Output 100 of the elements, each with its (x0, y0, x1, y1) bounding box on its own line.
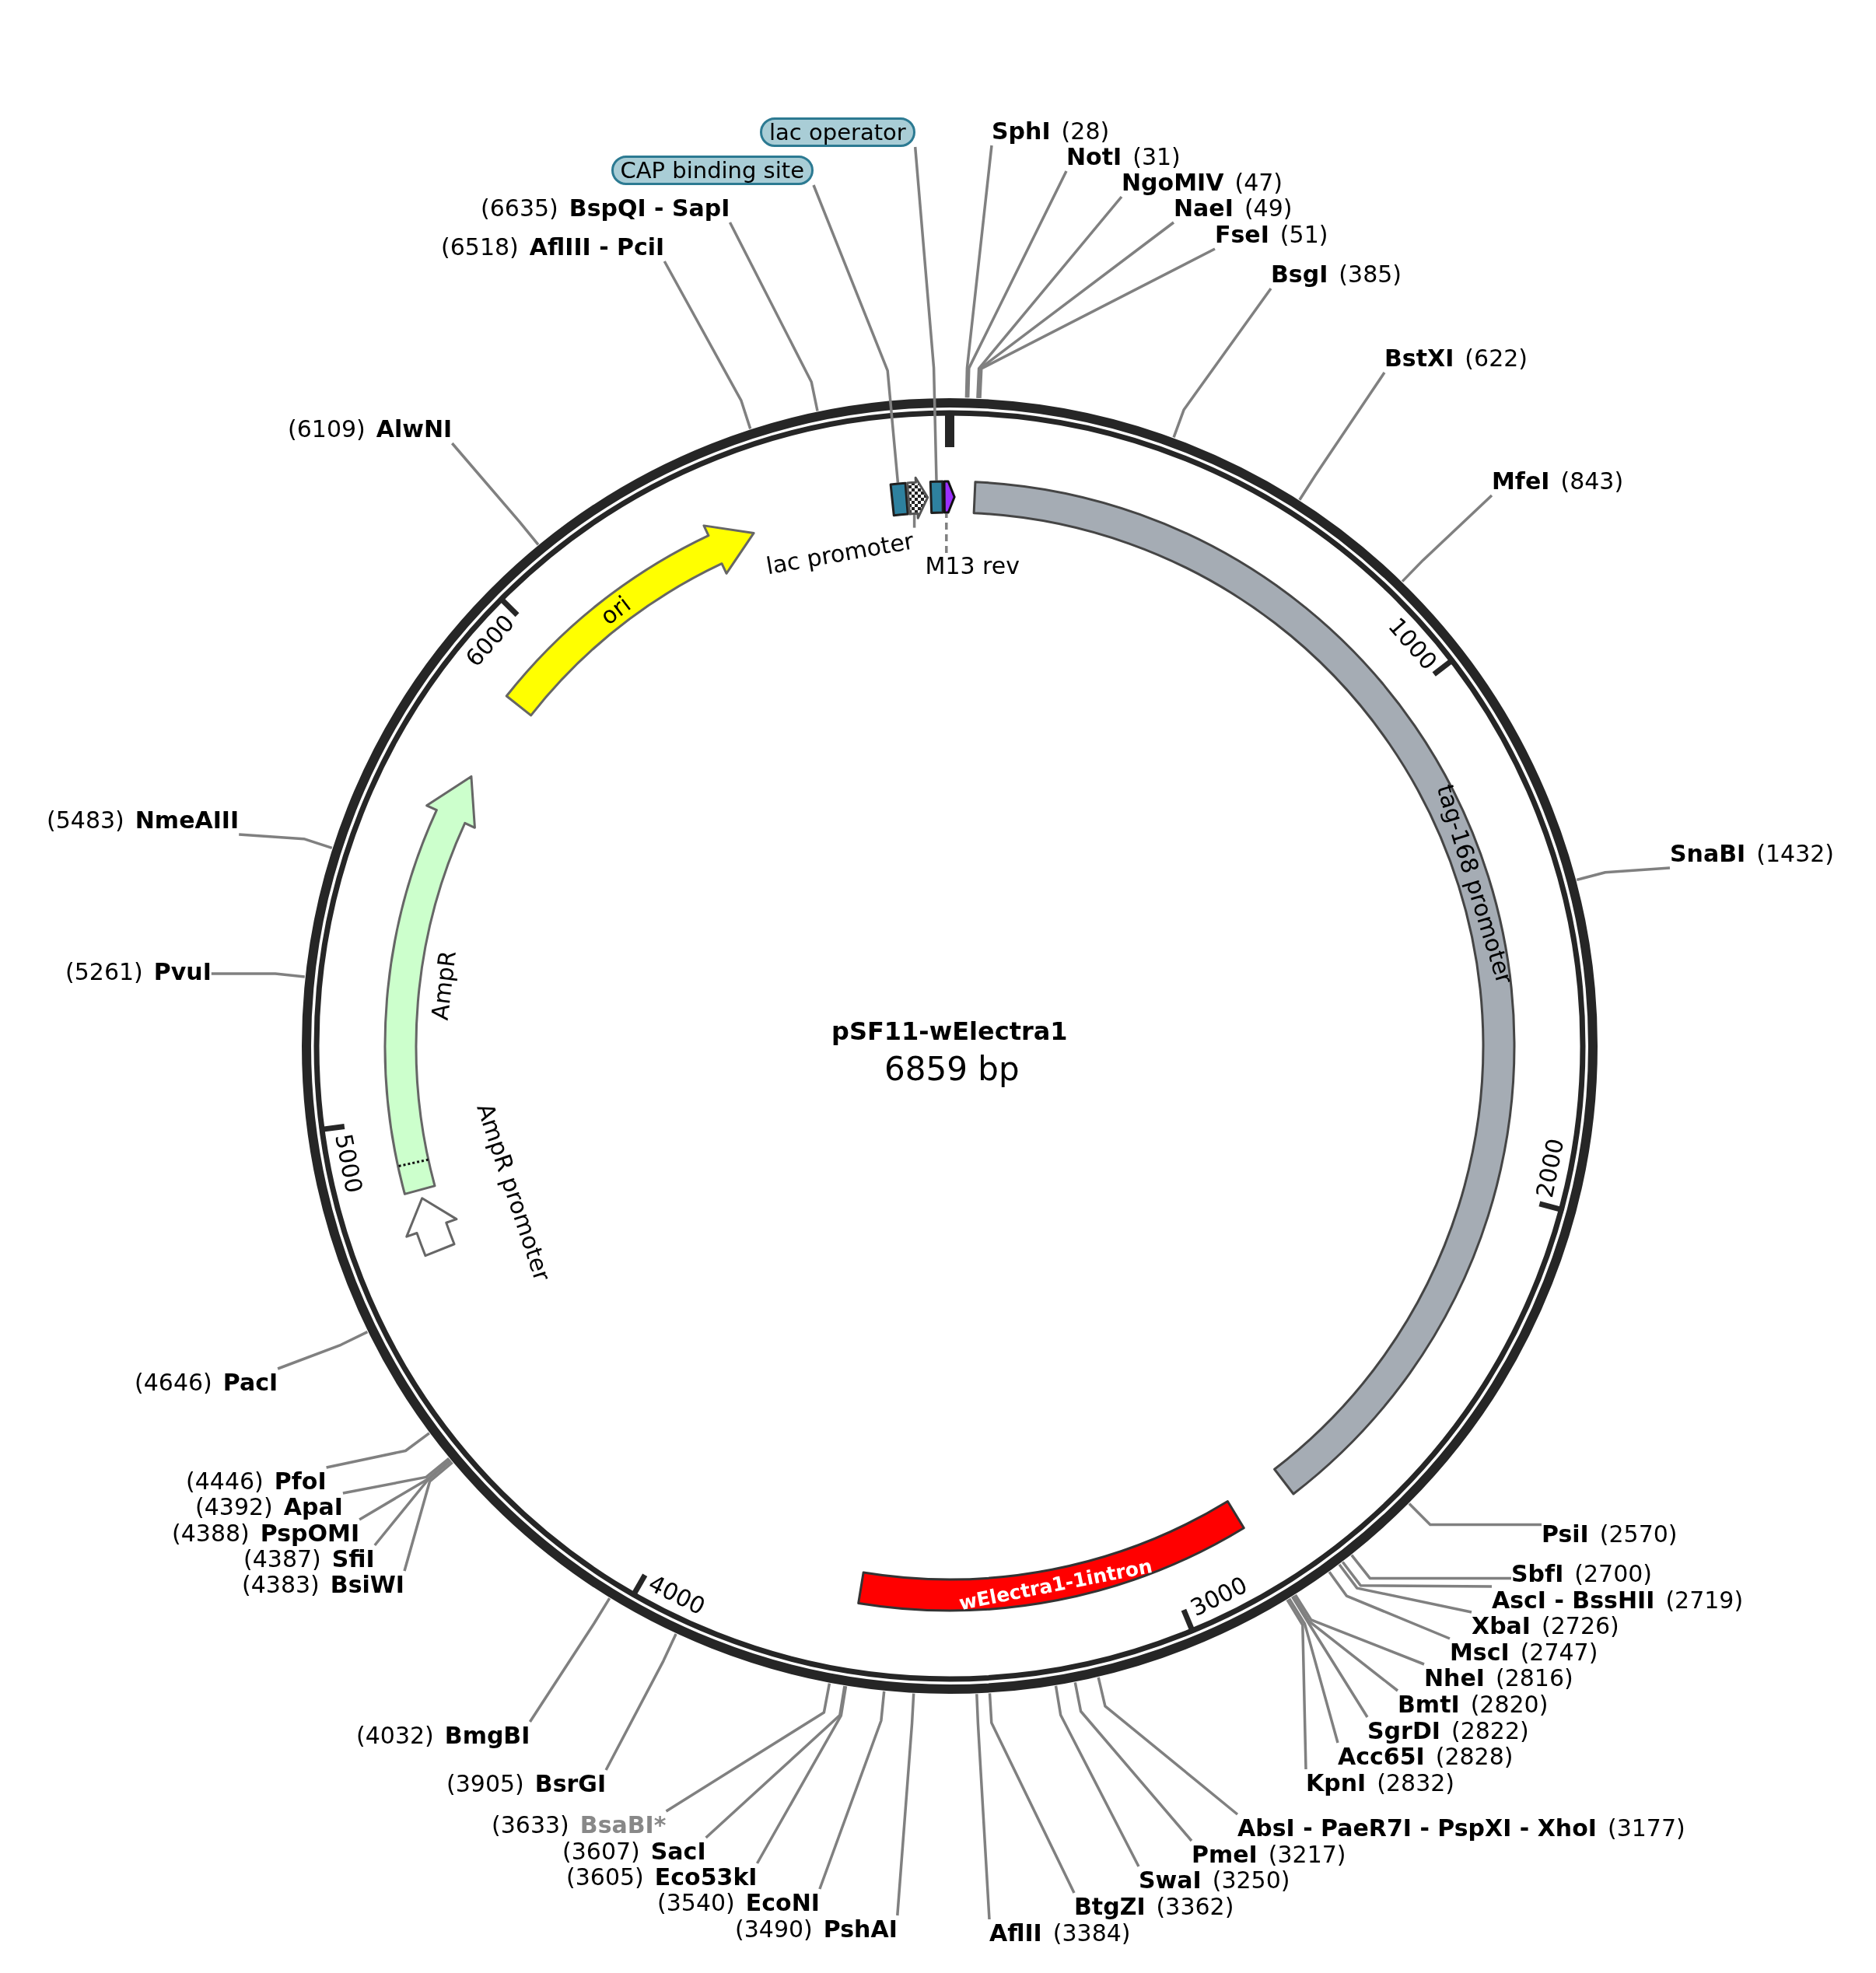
enzyme-site-label: SgrDI (2822) (1367, 1717, 1529, 1745)
leader-line (239, 833, 333, 849)
enzyme-site-label: SbfI (2700) (1511, 1560, 1653, 1588)
enzyme-site-label: (4032) BmgBI (356, 1722, 530, 1750)
leader-line (1298, 372, 1386, 501)
enzyme-site-label: (3605) Eco53kI (566, 1863, 758, 1891)
scale-label: 5000 (329, 1132, 367, 1195)
leader-line (1286, 1599, 1307, 1770)
leader-line (945, 513, 948, 553)
leader-line (604, 1633, 677, 1771)
leader-line (913, 146, 938, 481)
leader-line (1288, 1597, 1339, 1744)
scale-label: 2000 (1531, 1136, 1570, 1200)
enzyme-site-label: SnaBI (1432) (1670, 840, 1834, 868)
enzyme-site-label: (4388) PspOMI (172, 1520, 360, 1548)
leader-line (1097, 1677, 1239, 1816)
enzyme-site-label: PmeI (3217) (1192, 1841, 1346, 1869)
feature-label: M13 rev (925, 553, 1020, 579)
leader-line (1291, 1596, 1369, 1718)
leader-line (966, 170, 1068, 398)
enzyme-site-label: (3633) BsaBI* (492, 1811, 667, 1839)
leader-line (450, 442, 540, 546)
enzyme-site-label: MscI (2747) (1450, 1639, 1598, 1667)
enzyme-site-label: (4392) ApaI (195, 1493, 343, 1521)
enzyme-site-label: (3607) SacI (562, 1838, 706, 1866)
leader-line (1401, 494, 1493, 582)
enzyme-site-label: (4446) PfoI (186, 1468, 327, 1495)
leader-line (1073, 1681, 1193, 1842)
leader-line (812, 184, 900, 483)
enzyme-site-label: AflII (3384) (989, 1919, 1131, 1947)
feature-tag: lac operator (760, 117, 915, 147)
plasmid-size: 6859 bp (884, 1050, 1020, 1090)
enzyme-site-label: SphI (28) (992, 117, 1110, 145)
leader-line (277, 1331, 369, 1370)
enzyme-site-label: BsgI (385) (1271, 261, 1402, 289)
enzyme-site-label: (6518) AflIII - PciI (441, 233, 665, 261)
feature-box (929, 480, 944, 514)
feature-box (889, 481, 909, 517)
enzyme-site-label: SwaI (3250) (1139, 1866, 1290, 1894)
feature-label: AmpR (426, 949, 461, 1022)
enzyme-site-label: NaeI (49) (1174, 194, 1293, 222)
leader-line (978, 247, 1216, 398)
pointed-feature-box (943, 480, 956, 514)
leader-line (818, 1691, 886, 1890)
enzyme-site-label: AscI - BssHII (2719) (1492, 1586, 1744, 1614)
enzyme-site-label: PsiI (2570) (1542, 1520, 1678, 1548)
leader-line (1408, 1502, 1542, 1527)
leader-line (728, 222, 819, 411)
leader-line (988, 1693, 1076, 1894)
enzyme-site-label: (4646) PacI (135, 1369, 278, 1397)
enzyme-site-label: NgoMIV (47) (1122, 169, 1283, 197)
enzyme-site-label: Acc65I (2828) (1338, 1743, 1514, 1771)
leader-line (705, 1685, 846, 1839)
enzyme-site-label: NotI (31) (1066, 143, 1181, 171)
leader-line (665, 1683, 831, 1813)
enzyme-site-label: (6109) AlwNI (288, 415, 453, 443)
enzyme-site-label: BmtI (2820) (1398, 1691, 1549, 1719)
leader-line (755, 1685, 848, 1864)
enzyme-site-label: FseI (51) (1215, 221, 1328, 249)
leader-line (1292, 1595, 1399, 1692)
leader-line (1293, 1593, 1425, 1666)
scale-label: 4000 (644, 1569, 709, 1620)
leader-line (359, 1459, 452, 1521)
leader-line (1328, 1571, 1451, 1640)
leader-line (975, 1694, 991, 1920)
pointed-feature-box (906, 476, 929, 519)
leader-line (1338, 1563, 1472, 1614)
leader-line (1350, 1554, 1511, 1580)
enzyme-site-label: AbsI - PaeR7I - PspXI - XhoI (3177) (1237, 1814, 1685, 1842)
enzyme-site-label: (5483) NmeAIII (47, 806, 240, 834)
leader-line (976, 195, 1123, 398)
leader-line (964, 145, 993, 398)
leader-line (977, 221, 1175, 398)
leader-line (896, 1693, 915, 1916)
enzyme-site-label: BstXI (622) (1384, 345, 1528, 373)
leader-line (211, 972, 305, 978)
leader-line (373, 1459, 452, 1547)
feature-label: ori (595, 590, 636, 631)
leader-line (1054, 1685, 1140, 1867)
enzyme-site-label: (3540) EcoNI (657, 1889, 820, 1917)
enzyme-site-label: (4387) SfiI (243, 1545, 375, 1573)
leader-line (528, 1597, 611, 1723)
feature-tag: CAP binding site (611, 156, 814, 185)
enzyme-site-label: (3905) BsrGI (446, 1770, 607, 1798)
enzyme-site-label: XbaI (2726) (1472, 1612, 1619, 1640)
enzyme-site-label: (6635) BspQI - SapI (481, 194, 730, 222)
leader-line (326, 1432, 430, 1469)
map-title: pSF11-wElectra1 (831, 1018, 1068, 1044)
enzyme-site-label: (4383) BsiWI (242, 1571, 405, 1599)
enzyme-site-label: BtgZI (3362) (1074, 1893, 1234, 1921)
leader-line (1341, 1561, 1492, 1588)
leader-line (403, 1461, 453, 1572)
enzyme-site-label: KpnI (2832) (1306, 1769, 1454, 1797)
leader-line (663, 261, 752, 429)
scale-label: 3000 (1186, 1572, 1251, 1622)
feature-label: lac promoter (764, 527, 916, 580)
leader-line (1172, 287, 1272, 438)
leader-line (342, 1457, 450, 1495)
enzyme-site-label: NheI (2816) (1424, 1664, 1573, 1692)
enzyme-site-label: (5261) PvuI (65, 958, 212, 986)
